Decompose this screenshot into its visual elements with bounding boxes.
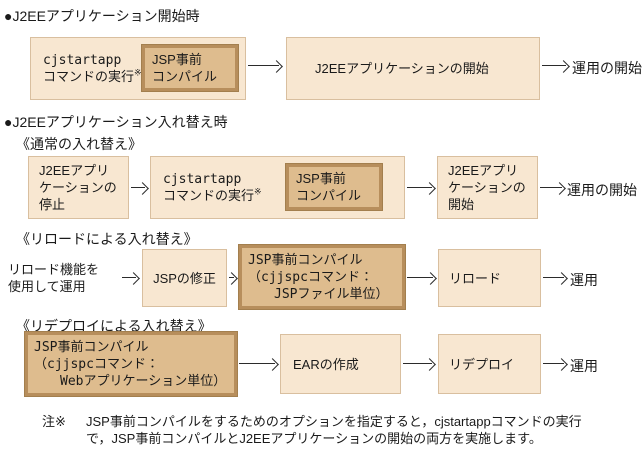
box-reload-label: リロード bbox=[449, 270, 502, 286]
box-jsp-precompile-file: JSP事前コンパイル （cjjspcコマンド： JSPファイル単位） bbox=[239, 245, 405, 309]
section-replace-heading: ●J2EEアプリケーション入れ替え時 bbox=[4, 114, 228, 130]
result-operation-start-2: 運用の開始 bbox=[567, 182, 637, 198]
arrow-right-icon bbox=[248, 60, 282, 72]
box-reload: リロード bbox=[438, 249, 541, 307]
box-cjstartapp-run-2: cjstartapp コマンドの実行※ JSP事前 コンパイル bbox=[150, 156, 405, 219]
footnote-label: 注※ bbox=[42, 414, 66, 429]
box-app-start-2: J2EEアプリ ケーションの 開始 bbox=[437, 156, 538, 219]
cmd-text: cjstartapp コマンドの実行 bbox=[43, 52, 135, 85]
arrow-right-icon bbox=[239, 358, 278, 370]
box-cjstartapp-run: cjstartapp コマンドの実行※ JSP事前 コンパイル bbox=[30, 37, 246, 100]
subsection-normal-heading: 《通常の入れ替え》 bbox=[16, 136, 142, 152]
box-jsp-precompile-webapp: JSP事前コンパイル （cjjspcコマンド： Webアプリケーション単位） bbox=[25, 332, 237, 396]
box-redeploy-label: リデプロイ bbox=[449, 356, 515, 372]
box-app-stop: J2EEアプリ ケーションの 停止 bbox=[28, 156, 129, 219]
arrow-right-icon bbox=[403, 358, 435, 370]
box-jsp-precompile-file-label: JSP事前コンパイル （cjjspcコマンド： JSPファイル単位） bbox=[248, 252, 389, 302]
box-cjstartapp-run-2-label: cjstartapp コマンドの実行※ bbox=[151, 171, 262, 205]
box-ear-create-label: EARの作成 bbox=[293, 356, 359, 372]
arrow-right-icon bbox=[407, 272, 436, 284]
result-operation-start: 運用の開始 bbox=[572, 60, 642, 76]
box-app-start-2-label: J2EEアプリ ケーションの 開始 bbox=[448, 163, 526, 212]
arrow-right-icon bbox=[540, 182, 565, 194]
box-app-start: J2EEアプリケーションの開始 bbox=[286, 37, 540, 100]
arrow-right-icon bbox=[122, 272, 139, 284]
box-jsp-precompile-label: JSP事前 コンパイル bbox=[152, 52, 218, 84]
box-ear-create: EARの作成 bbox=[280, 334, 401, 394]
box-redeploy: リデプロイ bbox=[438, 334, 541, 394]
cmd-text: cjstartapp コマンドの実行 bbox=[163, 171, 255, 204]
result-operation: 運用 bbox=[570, 272, 598, 288]
note-ref-mark: ※ bbox=[134, 68, 142, 79]
arrow-right-icon bbox=[543, 272, 567, 284]
box-jsp-precompile-webapp-label: JSP事前コンパイル （cjjspcコマンド： Webアプリケーション単位） bbox=[34, 339, 227, 389]
subsection-redeploy-heading: 《リデプロイによる入れ替え》 bbox=[16, 318, 212, 334]
subsection-reload-heading: 《リロードによる入れ替え》 bbox=[16, 231, 198, 247]
arrow-right-icon bbox=[229, 272, 237, 284]
arrow-right-icon bbox=[542, 60, 569, 72]
box-app-stop-label: J2EEアプリ ケーションの 停止 bbox=[39, 163, 117, 212]
section-start-heading: ●J2EEアプリケーション開始時 bbox=[4, 8, 200, 24]
arrow-right-icon bbox=[131, 182, 148, 194]
reload-intro-text: リロード機能を 使用して運用 bbox=[8, 262, 100, 294]
box-app-start-label: J2EEアプリケーションの開始 bbox=[315, 61, 489, 76]
box-jsp-fix: JSPの修正 bbox=[142, 249, 227, 307]
footnote: 注※ JSP事前コンパイルをするためのオプションを指定すると，cjstartap… bbox=[42, 413, 594, 447]
box-jsp-fix-label: JSPの修正 bbox=[153, 270, 216, 286]
box-jsp-precompile-2: JSP事前 コンパイル bbox=[286, 164, 382, 210]
arrow-right-icon bbox=[543, 358, 567, 370]
box-cjstartapp-run-label: cjstartapp コマンドの実行※ bbox=[31, 52, 142, 86]
box-jsp-precompile-2-label: JSP事前 コンパイル bbox=[296, 171, 362, 203]
footnote-text: JSP事前コンパイルをするためのオプションを指定すると，cjstartappコマ… bbox=[86, 414, 582, 446]
note-ref-mark: ※ bbox=[254, 187, 262, 198]
box-jsp-precompile: JSP事前 コンパイル bbox=[142, 45, 238, 91]
arrow-right-icon bbox=[407, 182, 435, 194]
result-operation-2: 運用 bbox=[570, 358, 598, 374]
